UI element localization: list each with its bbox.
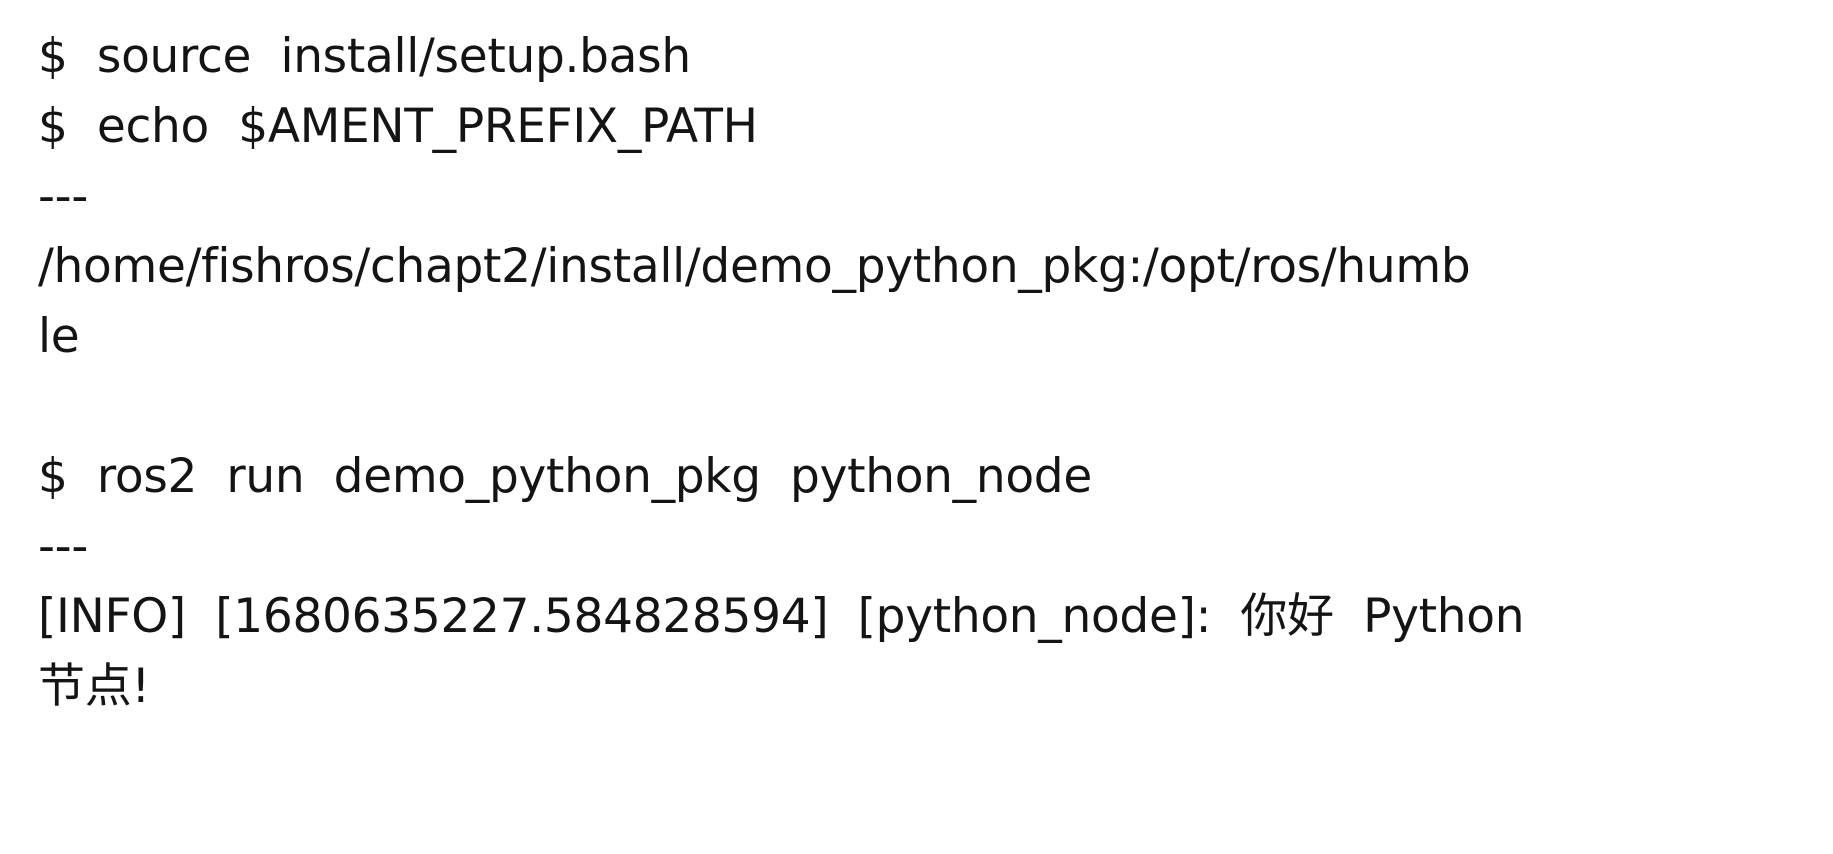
command-line-ros2-run: $ ros2 run demo_python_pkg python_node (38, 449, 1092, 504)
command-line-source-setup: $ source install/setup.bash (38, 29, 691, 84)
output-line-info-log: [INFO] [1680635227.584828594] [python_no… (38, 589, 1525, 644)
output-line-prefix-path-wrap: le (38, 309, 80, 364)
output-line-info-log-wrap: 节点! (38, 659, 150, 714)
separator-line: --- (38, 519, 88, 574)
command-line-echo-prefix-path: $ echo $AMENT_PREFIX_PATH (38, 99, 758, 154)
terminal-output: $ source install/setup.bash $ echo $AMEN… (38, 22, 1798, 722)
separator-line: --- (38, 169, 88, 224)
output-line-prefix-path: /home/fishros/chapt2/install/demo_python… (38, 239, 1471, 294)
blank-line (38, 372, 1798, 442)
